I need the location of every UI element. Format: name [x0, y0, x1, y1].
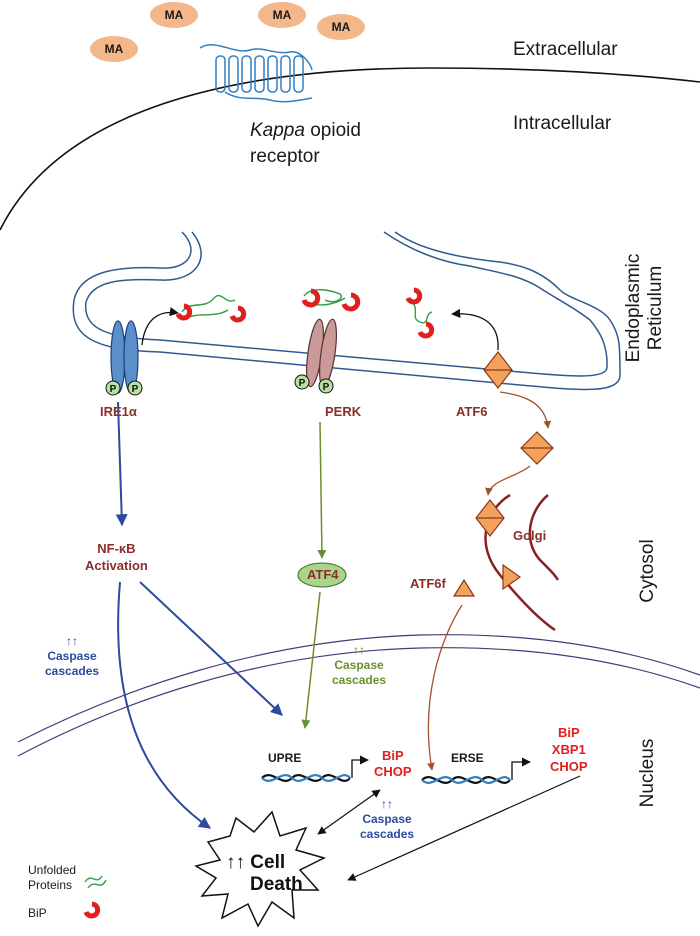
nfkb-to-upre-arrow — [139, 581, 283, 716]
atf6f-to-erse-arrow — [426, 604, 463, 771]
erse-promoter-arrow — [511, 757, 531, 780]
dna-upre-icon — [261, 774, 351, 782]
bip-unfolded-cluster-ire1 — [175, 294, 247, 323]
ire1-sensor-icon: P P — [105, 320, 143, 396]
target-xbp1: XBP1 — [551, 742, 586, 757]
nfkb-label: NF-κB Activation — [85, 540, 148, 574]
erse-targets: BiP XBP1 CHOP — [550, 724, 588, 775]
target-bip: BiP — [557, 725, 580, 740]
legend-bip: BiP — [28, 906, 47, 920]
er-membrane — [72, 231, 621, 391]
atf4-to-upre-arrow — [301, 591, 321, 729]
atf6-protein-icon — [483, 351, 513, 389]
phospho-label: P — [323, 382, 330, 393]
ma-ligand: MA — [150, 2, 198, 28]
ire1-to-nfkb-arrow — [115, 401, 128, 527]
atf4-label: ATF4 — [307, 567, 339, 582]
caspase-line2: cascades — [332, 673, 387, 687]
phospho-label: P — [299, 378, 306, 389]
bip-release-arrow — [141, 307, 179, 346]
ma-ligand: MA — [258, 2, 306, 28]
receptor-label-line2: receptor — [250, 146, 320, 167]
er-label-line1: Endoplasmic — [623, 253, 644, 363]
golgi-label: Golgi — [513, 528, 547, 543]
kappa-opioid-receptor-icon — [199, 44, 313, 103]
nuclear-envelope — [17, 634, 700, 757]
ire1-label: IRE1α — [100, 404, 137, 419]
nfkb-line2: Activation — [85, 558, 148, 573]
perk-to-atf4-arrow — [317, 421, 327, 559]
receptor-label: Kappa opioid receptor — [250, 118, 361, 170]
phospho-label: P — [110, 384, 117, 395]
legend-unfolded-proteins: Unfolded Proteins — [28, 863, 76, 893]
atf4-node — [297, 562, 347, 588]
caspase-line2: cascades — [360, 827, 415, 841]
legend-unfolded-line2: Proteins — [28, 878, 73, 892]
er-label-line2: Reticulum — [645, 265, 666, 351]
atf6-label: ATF6 — [456, 404, 488, 419]
atf6-transit-arrow — [499, 391, 552, 429]
upre-promoter-arrow — [351, 755, 369, 778]
intracellular-label: Intracellular — [513, 113, 612, 134]
receptor-label-italic: Kappa — [250, 120, 305, 141]
cell-death-burst — [194, 810, 327, 928]
erse-label: ERSE — [451, 751, 484, 765]
atf6-vesicle-icon — [520, 431, 554, 465]
atf6f-label: ATF6f — [410, 576, 446, 591]
caspase-arrows: ↑↑ — [66, 634, 79, 648]
caspase-cascades-green: ↑↑ Caspase cascades — [332, 643, 386, 688]
caspase-line2: cascades — [45, 664, 100, 678]
er-region-label: Endoplasmic Reticulum — [623, 253, 667, 363]
ma-ligand: MA — [90, 36, 138, 62]
atf6-golgi-icon — [452, 499, 522, 597]
chop-to-death-arrow — [317, 789, 381, 835]
phospho-label: P — [132, 384, 139, 395]
cell-death-line2: Death — [250, 874, 303, 895]
caspase-arrows: ↑↑ — [353, 643, 366, 657]
dna-erse-icon — [421, 776, 511, 784]
bip-legend-icon — [83, 901, 101, 919]
caspase-line1: Caspase — [334, 658, 384, 672]
nfkb-to-death-arrow — [117, 581, 211, 829]
caspase-arrows: ↑↑ — [381, 797, 394, 811]
upre-targets: BiP CHOP — [374, 748, 412, 780]
upre-label: UPRE — [268, 751, 302, 765]
ma-ligand: MA — [317, 14, 365, 40]
caspase-line1: Caspase — [362, 812, 412, 826]
extracellular-label: Extracellular — [513, 39, 618, 60]
target-chop: CHOP — [550, 759, 588, 774]
perk-sensor-icon: P P — [294, 318, 337, 394]
unfolded-protein-legend-icon — [84, 875, 107, 889]
bip-unfolded-cluster-atf6 — [405, 287, 435, 339]
cell-death-line1: Cell — [250, 852, 286, 873]
caspase-line1: Caspase — [47, 649, 97, 663]
caspase-cascades-blue: ↑↑ Caspase cascades — [45, 634, 99, 679]
caspase-cascades-nucleus: ↑↑ Caspase cascades — [360, 797, 414, 842]
cell-death-label: ↑↑ Cell Death — [226, 852, 303, 896]
erse-to-death-arrow — [347, 775, 581, 881]
atf6-transit-arrow — [485, 465, 531, 496]
perk-label: PERK — [325, 404, 362, 419]
nucleus-label: Nucleus — [637, 738, 658, 808]
bip-unfolded-cluster-perk — [301, 288, 361, 312]
target-chop: CHOP — [374, 764, 412, 779]
legend-unfolded-line1: Unfolded — [28, 863, 77, 877]
cell-death-arrows: ↑↑ — [226, 852, 245, 873]
cytosol-label: Cytosol — [637, 539, 658, 603]
plasma-membrane — [0, 67, 700, 231]
nfkb-line1: NF-κB — [97, 541, 136, 556]
bip-release-arrow — [451, 308, 499, 351]
target-bip: BiP — [381, 748, 404, 763]
receptor-label-rest: opioid — [304, 120, 361, 141]
